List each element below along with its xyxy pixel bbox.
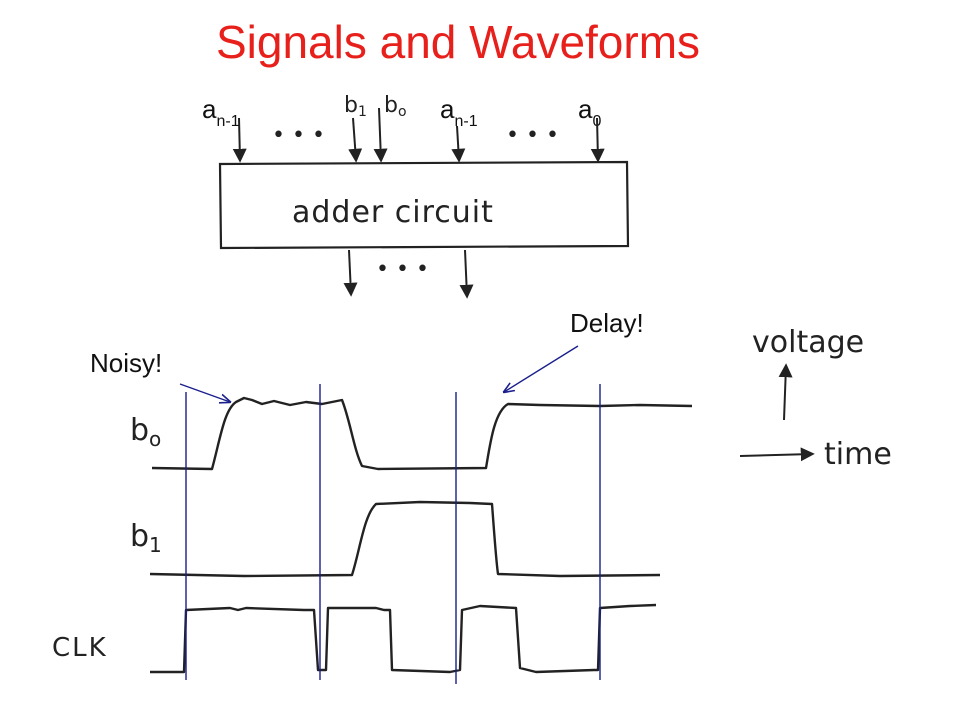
waveform-b0	[151, 396, 693, 471]
delay-annotation: Delay!	[570, 308, 644, 338]
output-arrow	[459, 249, 474, 299]
input-arrows	[232, 107, 605, 163]
waveform-clk	[150, 603, 657, 674]
input-arrow	[373, 107, 388, 163]
output-arrows	[343, 249, 474, 299]
adder-box-label: adder circuit	[292, 195, 494, 230]
clock-guide-lines	[185, 384, 601, 684]
voltage-axis-label: voltage	[752, 325, 864, 360]
input-label-a-n-1-left: an-1	[202, 94, 240, 130]
output-arrow	[343, 249, 358, 297]
input-label-b0: bo	[384, 93, 407, 120]
delay-pointer-arrow	[504, 345, 579, 392]
input-arrow	[590, 117, 605, 163]
input-arrow	[232, 117, 247, 163]
input-arrow	[451, 125, 466, 163]
time-axis-label: time	[824, 437, 892, 472]
time-arrow	[739, 447, 815, 462]
signal-label-b0: bo	[130, 413, 161, 451]
voltage-arrow	[778, 363, 793, 421]
input-arrow	[348, 117, 363, 163]
input-label-b1: b1	[344, 93, 367, 120]
input-label-a-n-1-mid: an-1	[440, 94, 478, 130]
noisy-annotation: Noisy!	[90, 348, 163, 378]
input-ellipsis-right: • • •	[506, 123, 559, 148]
output-ellipsis: • • •	[376, 257, 429, 282]
input-ellipsis-left: • • •	[272, 123, 325, 148]
signal-label-b1: b1	[130, 519, 162, 557]
waveform-b1	[149, 500, 661, 578]
adder-box	[218, 160, 630, 250]
slide-title: Signals and Waveforms	[215, 16, 701, 68]
signal-label-clk: CLK	[52, 633, 108, 663]
noisy-pointer-arrow	[179, 383, 230, 402]
